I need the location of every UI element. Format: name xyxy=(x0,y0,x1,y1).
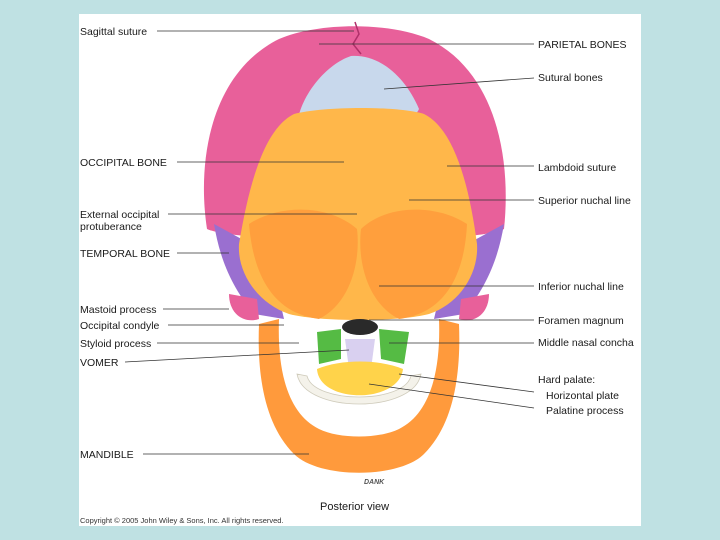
label-inferior-nuchal-line: Inferior nuchal line xyxy=(538,281,624,293)
artist-signature: DANK xyxy=(364,479,384,486)
figure-panel: Sagittal suture OCCIPITAL BONE External … xyxy=(79,14,641,526)
label-superior-nuchal-line: Superior nuchal line xyxy=(538,195,631,207)
label-sagittal-suture: Sagittal suture xyxy=(80,26,147,38)
label-hard-palate: Hard palate: xyxy=(538,374,595,386)
label-middle-nasal-concha: Middle nasal concha xyxy=(538,337,634,349)
label-occipital-condyle: Occipital condyle xyxy=(80,320,159,332)
label-styloid-process: Styloid process xyxy=(80,338,151,350)
label-external-occipital-protuberance: External occipital protuberance xyxy=(80,209,170,233)
label-mandible: MANDIBLE xyxy=(80,449,134,461)
caption-posterior-view: Posterior view xyxy=(320,501,389,513)
label-occipital-bone: OCCIPITAL BONE xyxy=(80,157,167,169)
label-lambdoid-suture: Lambdoid suture xyxy=(538,162,616,174)
label-horizontal-plate: Horizontal plate xyxy=(546,390,619,402)
label-sutural-bones: Sutural bones xyxy=(538,72,603,84)
leader-lines xyxy=(79,14,641,526)
label-palatine-process: Palatine process xyxy=(546,405,624,417)
label-vomer: VOMER xyxy=(80,357,119,369)
copyright-notice: Copyright © 2005 John Wiley & Sons, Inc.… xyxy=(80,516,284,525)
label-parietal-bones: PARIETAL BONES xyxy=(538,39,627,51)
label-foramen-magnum: Foramen magnum xyxy=(538,315,624,327)
label-mastoid-process: Mastoid process xyxy=(80,304,156,316)
label-temporal-bone: TEMPORAL BONE xyxy=(80,248,170,260)
